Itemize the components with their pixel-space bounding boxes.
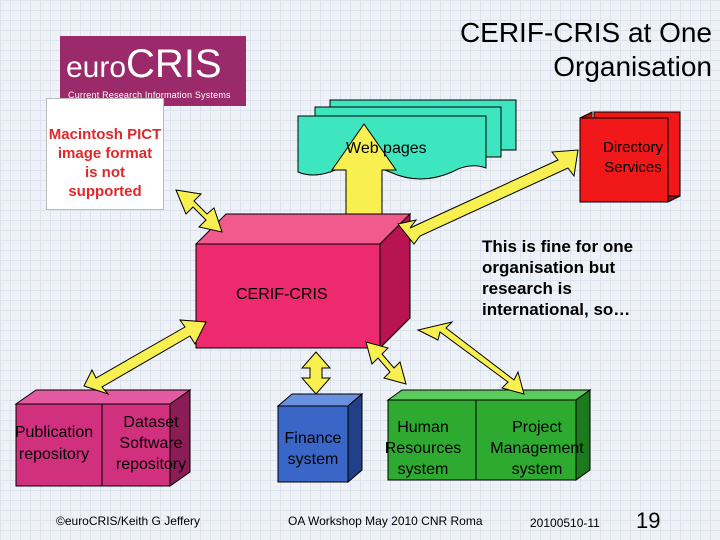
unsupported-image-placeholder: Macintosh PICT image format is not suppo… <box>46 98 164 210</box>
arrow-cerif-finance <box>300 351 332 395</box>
directory-services-label: Directory Services <box>586 138 680 178</box>
arrow-cerif-to-web <box>331 123 397 215</box>
eurocris-logo: euroCRIS Current Research Information Sy… <box>60 36 246 106</box>
cerif-cris-box <box>194 212 412 350</box>
web-pages-label: Web pages <box>346 140 427 157</box>
hr-project-box <box>386 389 592 481</box>
publication-repository-label: Publication repository <box>4 422 104 466</box>
directory-label-line2: Services <box>604 159 662 176</box>
note-line2: organisation but <box>482 258 616 277</box>
directory-label-line1: Directory <box>602 139 663 156</box>
note-line1: This is fine for one <box>482 237 634 256</box>
logo-wordmark: euroCRIS <box>66 42 222 90</box>
arrow-cerif-image <box>175 189 223 233</box>
hr-system-label: Human Resources system <box>376 417 470 480</box>
project-line1: Project <box>512 419 562 436</box>
hr-line1: Human <box>397 419 449 436</box>
finance-box <box>276 392 364 484</box>
project-system-label: Project Management system <box>482 417 592 480</box>
footer-date-code: 20100510-11 <box>530 516 600 530</box>
dataset-line3: repository <box>115 456 187 473</box>
placeholder-line2: image format <box>57 145 153 162</box>
slide-title-line2: Organisation <box>553 51 712 82</box>
arrow-cerif-hr <box>365 341 407 385</box>
hr-line2: Resources <box>384 440 462 457</box>
logo-word-prefix: euro <box>66 51 127 84</box>
footer-author: ©euroCRIS/Keith G Jeffery <box>56 514 201 528</box>
dataset-line1: Dataset <box>123 414 179 431</box>
logo-word-main: CRIS <box>126 42 222 86</box>
note-line3: research is <box>482 279 572 298</box>
project-line2: Management <box>490 440 584 457</box>
placeholder-line3: is not supported <box>68 164 142 200</box>
directory-services-shape <box>579 111 681 203</box>
slide-title-line1: CERIF-CRIS at One <box>459 17 712 48</box>
cerif-cris-label: CERIF-CRIS <box>236 286 328 303</box>
dataset-software-label: Dataset Software repository <box>104 412 198 475</box>
finance-line1: Finance <box>284 430 342 447</box>
page-number: 19 <box>636 508 661 533</box>
logo-tagline: Current Research Information Systems <box>68 90 231 100</box>
finance-system-label: Finance system <box>278 428 348 470</box>
hr-line3: system <box>397 461 449 478</box>
arrow-cerif-directory <box>397 149 579 245</box>
arrow-cerif-repository <box>83 319 207 396</box>
international-note: This is fine for one organisation but re… <box>482 236 633 320</box>
dataset-line2: Software <box>119 435 183 452</box>
project-line3: system <box>511 461 563 478</box>
footer-event: OA Workshop May 2010 CNR Roma <box>288 514 483 528</box>
publication-line2: repository <box>18 446 90 463</box>
note-line4: international, so… <box>482 300 631 319</box>
arrows <box>83 123 579 396</box>
slide-title: CERIF-CRIS at One Organisation <box>460 16 712 84</box>
arrow-cerif-project <box>416 321 525 395</box>
finance-line2: system <box>287 451 339 468</box>
publication-line1: Publication <box>14 424 94 441</box>
placeholder-line1: Macintosh PICT <box>48 126 162 143</box>
repository-box <box>14 389 192 487</box>
